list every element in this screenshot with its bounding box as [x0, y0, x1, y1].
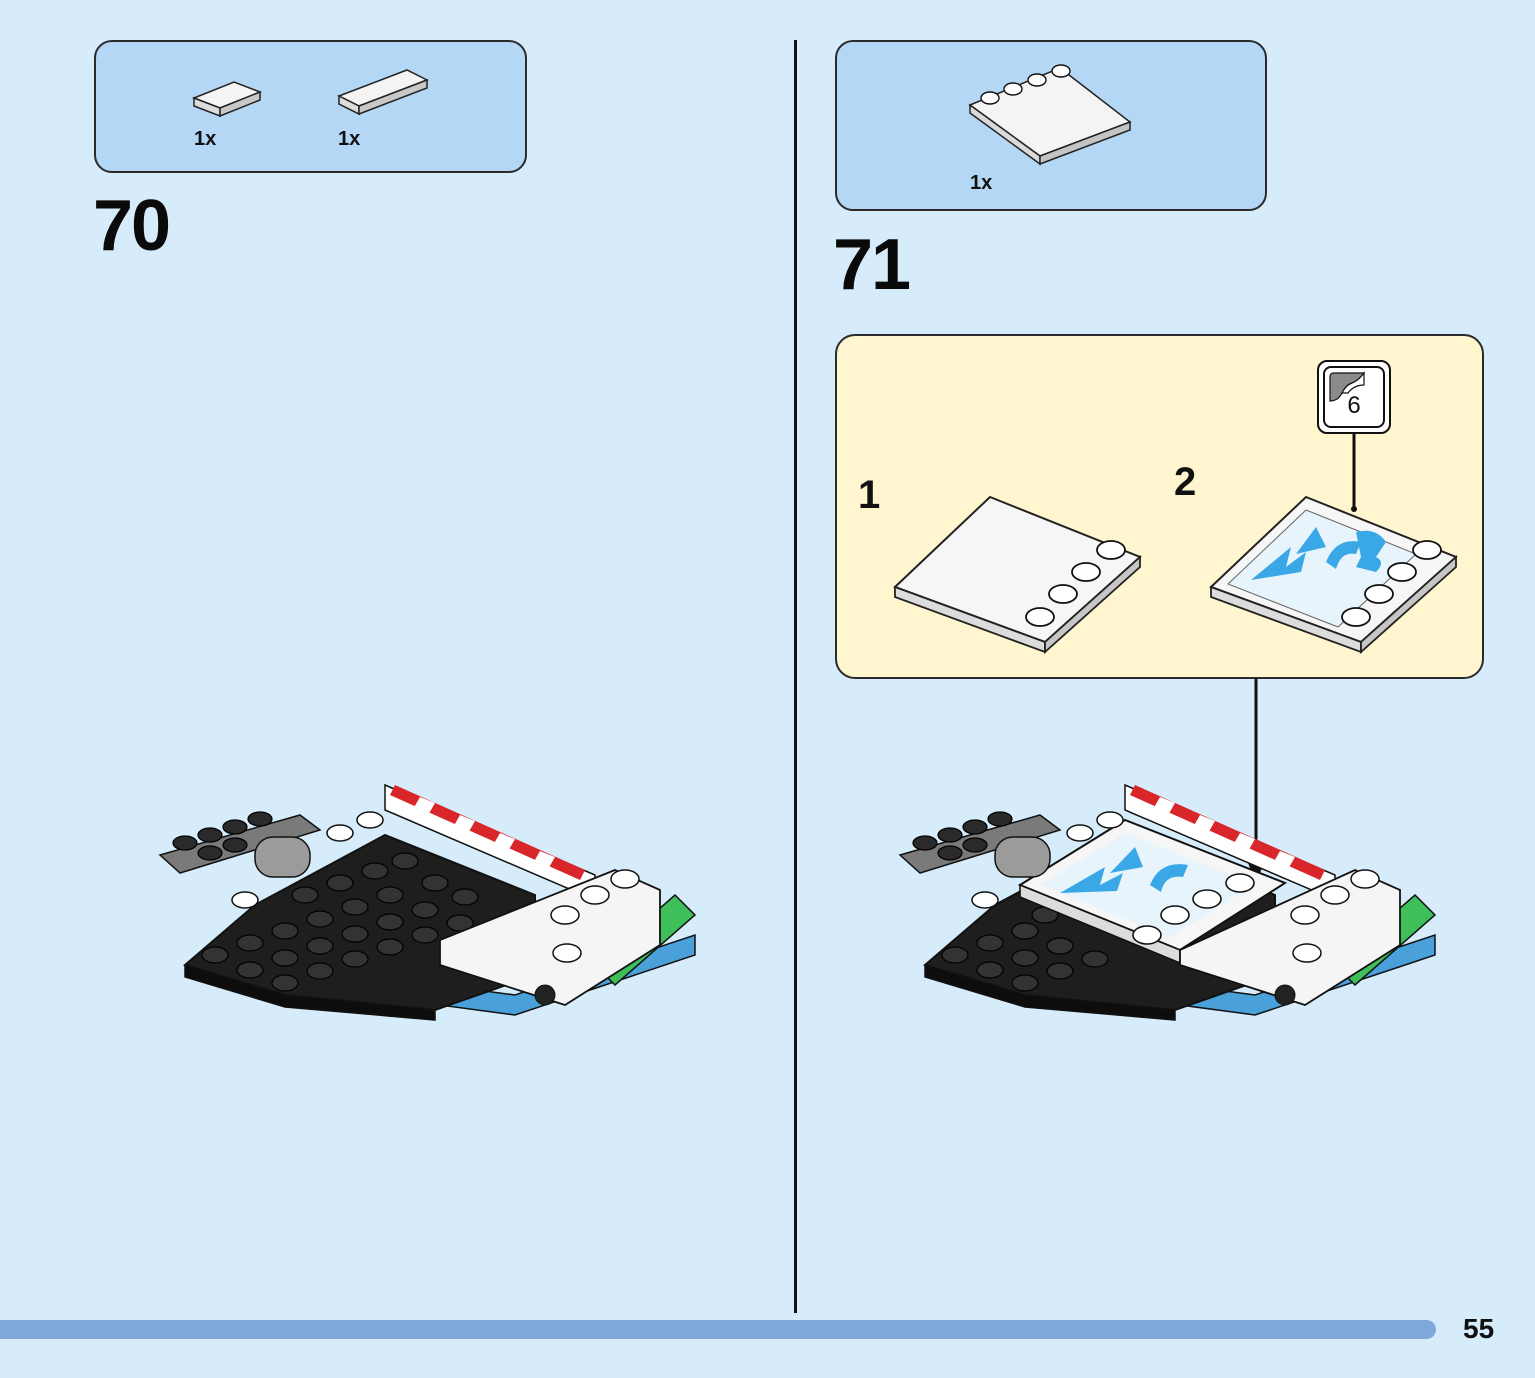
tile-4x4-studs-white-icon — [968, 64, 1132, 166]
substep-number-2: 2 — [1174, 460, 1197, 504]
step-number-71: 71 — [833, 225, 911, 305]
sticker-peel-icon — [1329, 371, 1366, 402]
substep-1-tile-illustration — [893, 495, 1142, 655]
model-illustration-step-71 — [898, 783, 1437, 1021]
page-number: 55 — [1463, 1313, 1495, 1344]
tile-1x2-white-icon — [191, 81, 263, 118]
sticker-number: 6 — [1347, 392, 1361, 419]
sticker-tag: 6 — [1317, 360, 1391, 434]
step-number-70: 70 — [93, 186, 171, 266]
substep-number-1: 1 — [858, 473, 881, 517]
model-illustration-step-70 — [158, 783, 697, 1021]
part-qty-3: 1x — [970, 172, 993, 194]
sticker-frame: 6 — [1323, 366, 1385, 428]
part-qty-2: 1x — [338, 128, 361, 150]
substep-2-tile-with-sticker — [1209, 495, 1458, 655]
parts-box-step-70 — [94, 40, 527, 173]
sticker-pointer-line — [1351, 433, 1357, 512]
tile-1x4-white-icon — [337, 69, 429, 116]
page-divider — [794, 40, 797, 1313]
page-progress-bar — [0, 1320, 1436, 1339]
part-qty-1: 1x — [194, 128, 217, 150]
